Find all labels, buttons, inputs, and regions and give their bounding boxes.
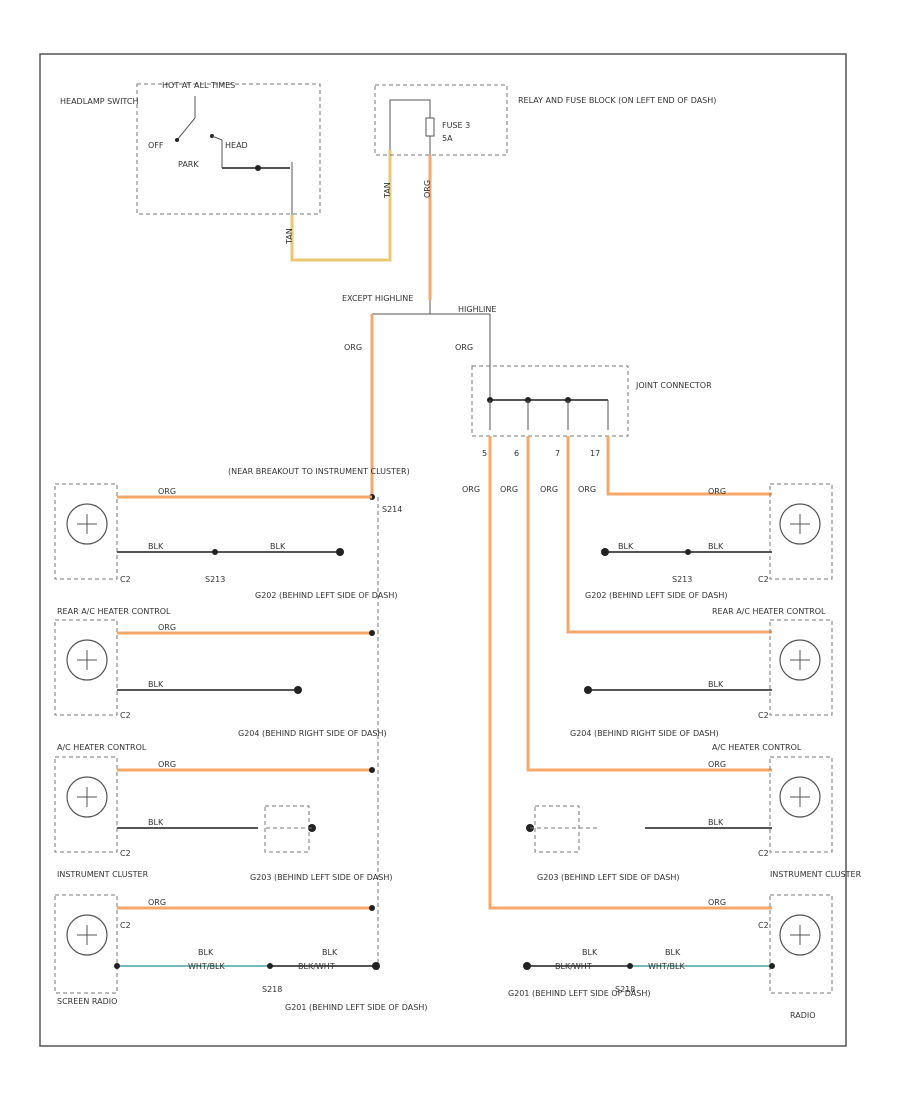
l4-blk-wht-label: BLK/WHT	[298, 962, 335, 971]
l4-ground: G201 (BEHIND LEFT SIDE OF DASH)	[285, 1003, 427, 1012]
l2-blk-label: BLK	[148, 680, 164, 689]
right-component-2: REAR A/C HEATER CONTROL BLK C2 G204 (BEH…	[570, 607, 833, 738]
left-org-trunk: ORG (NEAR BREAKOUT TO INSTRUMENT CLUSTER…	[228, 314, 410, 970]
fuse-amps-label: 5A	[442, 134, 453, 143]
l1-org-label: ORG	[158, 487, 176, 496]
l1-conn: C2	[120, 575, 131, 584]
org-label-drop-5: ORG	[462, 485, 480, 494]
right-org-drops: ORG ORG ORG ORG	[462, 436, 772, 910]
highline-splice: EXCEPT HIGHLINE HIGHLINE	[342, 294, 496, 315]
r2-conn: C2	[758, 711, 769, 720]
headlamp-switch: HEADLAMP SWITCH HOT AT ALL TIMES OFF PAR…	[60, 81, 321, 215]
r1-blk-label-1: BLK	[618, 542, 634, 551]
l3-ground: G203 (BEHIND LEFT SIDE OF DASH)	[250, 873, 392, 882]
right-bottom-name: RADIO	[790, 1011, 816, 1020]
tan-wire: TAN TAN	[285, 150, 392, 262]
l4-name: INSTRUMENT CLUSTER	[57, 870, 149, 879]
r4-gnd-splice: S218	[615, 985, 635, 994]
l2-org-label: ORG	[158, 623, 176, 632]
jc-pin-17: 17	[590, 449, 600, 458]
switch-off-label: OFF	[148, 141, 164, 150]
r2-blk-label: BLK	[708, 680, 724, 689]
l1-blk-label-1: BLK	[148, 542, 164, 551]
r4-org-label: ORG	[708, 898, 726, 907]
r1-ground: G202 (BEHIND LEFT SIDE OF DASH)	[585, 591, 727, 600]
joint-connector-label: JOINT CONNECTOR	[635, 381, 712, 390]
org-label-right-trunk: ORG	[455, 343, 473, 352]
r4-blk-label-2: BLK	[665, 948, 681, 957]
l1-ground: G202 (BEHIND LEFT SIDE OF DASH)	[255, 591, 397, 600]
breakout-label: (NEAR BREAKOUT TO INSTRUMENT CLUSTER)	[228, 467, 410, 476]
r3-ground: G203 (BEHIND LEFT SIDE OF DASH)	[537, 873, 679, 882]
tan-label-1: TAN	[285, 228, 294, 245]
headlamp-switch-label: HEADLAMP SWITCH	[60, 97, 138, 106]
org-label-drop-6: ORG	[500, 485, 518, 494]
r2-ground: G204 (BEHIND RIGHT SIDE OF DASH)	[570, 729, 719, 738]
l2-ground: G204 (BEHIND RIGHT SIDE OF DASH)	[238, 729, 387, 738]
r3-blk-label: BLK	[708, 818, 724, 827]
fuse-block-label: RELAY AND FUSE BLOCK (ON LEFT END OF DAS…	[518, 96, 716, 105]
r3-conn: C2	[758, 849, 769, 858]
fuse-label: FUSE 3	[442, 121, 470, 130]
l1-blk-label-2: BLK	[270, 542, 286, 551]
org-label-feed: ORG	[423, 180, 432, 198]
l2-name: REAR A/C HEATER CONTROL	[57, 607, 171, 616]
except-highline-label: EXCEPT HIGHLINE	[342, 294, 413, 303]
left-component-1: ORG BLK BLK C2 S213 G202 (BEHIND LEFT SI…	[54, 483, 397, 600]
l4-blk-label-2: BLK	[322, 948, 338, 957]
left-component-2: REAR A/C HEATER CONTROL ORG BLK C2 G204 …	[54, 607, 387, 738]
switch-head-label: HEAD	[225, 141, 248, 150]
l4-wht-blk-label: WHT/BLK	[188, 962, 225, 971]
r4-blk-label-1: BLK	[582, 948, 598, 957]
r3-org-label: ORG	[708, 760, 726, 769]
l1-gnd-splice: S213	[205, 575, 225, 584]
r4-wht-blk-label: WHT/BLK	[648, 962, 685, 971]
r2-name: REAR A/C HEATER CONTROL	[712, 607, 826, 616]
splice-s214-label: S214	[382, 505, 402, 514]
right-component-3: A/C HEATER CONTROL ORG BLK C2 G203 (BEHI…	[526, 743, 833, 882]
left-component-4: INSTRUMENT CLUSTER ORG BLK WHT/BLK BLK B…	[54, 870, 427, 1012]
power-note-label: HOT AT ALL TIMES	[162, 81, 235, 90]
diagram-frame	[39, 53, 847, 1047]
left-bottom-name: SCREEN RADIO	[57, 997, 117, 1006]
r3-name: A/C HEATER CONTROL	[712, 743, 802, 752]
org-feed-wire: ORG	[423, 155, 432, 300]
left-component-3: A/C HEATER CONTROL ORG BLK C2 G203 (BEHI…	[54, 743, 392, 882]
tan-label-2: TAN	[383, 182, 392, 199]
r1-gnd-splice: S213	[672, 575, 692, 584]
l3-conn: C2	[120, 849, 131, 858]
switch-park-label: PARK	[178, 160, 199, 169]
l4-org-label: ORG	[148, 898, 166, 907]
r1-blk-label-2: BLK	[708, 542, 724, 551]
r1-org-label: ORG	[708, 487, 726, 496]
right-component-4: INSTRUMENT CLUSTER ORG BLK BLK/WHT BLK W…	[508, 870, 862, 1020]
l4-conn: C2	[120, 921, 131, 930]
r4-blk-wht-label: BLK/WHT	[555, 962, 592, 971]
l3-blk-label: BLK	[148, 818, 164, 827]
org-label-left-trunk: ORG	[344, 343, 362, 352]
l4-gnd-splice: S218	[262, 985, 282, 994]
r1-conn: C2	[758, 575, 769, 584]
fuse-block: RELAY AND FUSE BLOCK (ON LEFT END OF DAS…	[374, 84, 716, 156]
r4-ground: G201 (BEHIND LEFT SIDE OF DASH)	[508, 989, 650, 998]
highline-label: HIGHLINE	[458, 305, 496, 314]
org-label-drop-7: ORG	[540, 485, 558, 494]
right-component-1: ORG BLK BLK C2 S213 G202 (BEHIND LEFT SI…	[585, 483, 833, 600]
l3-org-label: ORG	[158, 760, 176, 769]
r4-name: INSTRUMENT CLUSTER	[770, 870, 862, 879]
joint-connector: ORG JOINT CONNECTOR 5 6 7 17	[455, 314, 712, 458]
jc-pin-7: 7	[555, 449, 560, 458]
l3-name: A/C HEATER CONTROL	[57, 743, 147, 752]
org-label-drop-17: ORG	[578, 485, 596, 494]
jc-pin-6: 6	[514, 449, 519, 458]
l2-conn: C2	[120, 711, 131, 720]
jc-pin-5: 5	[482, 449, 487, 458]
r4-conn: C2	[758, 921, 769, 930]
l4-blk-label-1: BLK	[198, 948, 214, 957]
